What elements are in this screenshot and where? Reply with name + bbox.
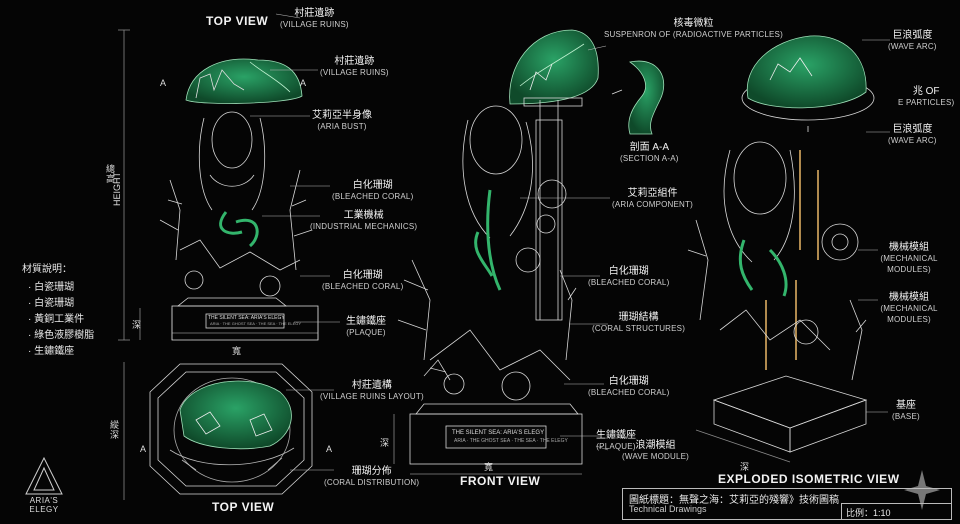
legend-item: 綠色液膠樹脂: [22, 328, 94, 344]
depth-label-3: 深: [740, 462, 750, 472]
section-mark-a3: A: [140, 444, 147, 454]
callout-section-a: 剖面 A-A(SECTION A-A): [620, 142, 679, 163]
depth-label: 深: [132, 320, 142, 330]
plaque-subtext-2: ARIA · THE GHOST SEA · THE SEA · THE ELE…: [454, 438, 568, 444]
section-mark-a2: A: [300, 78, 307, 88]
callout-bleached-coral-3: 白化珊瑚(BLEACHED CORAL): [588, 266, 670, 287]
top-view-title: TOP VIEW: [206, 14, 269, 28]
section-a-detail: [611, 60, 665, 135]
callout-mech-modules-1: 機械模組(MECHANICAL MODULES): [880, 242, 938, 274]
materials-legend: 材質說明： 白瓷珊瑚 白瓷珊瑚 黃銅工業件 綠色液膠樹脂 生鏽鐵座: [22, 262, 94, 360]
section-mark-a1: A: [160, 78, 167, 88]
section-mark-a4: A: [326, 444, 333, 454]
top-view-bottom-title: TOP VIEW: [212, 500, 275, 514]
callout-aria-bust: 艾莉亞半身像(ARIA BUST): [312, 110, 372, 131]
callout-aria-component: 艾莉亞組件(ARIA COMPONENT): [612, 188, 693, 209]
drawing-subtitle: Technical Drawings: [629, 504, 707, 514]
front-view-sculpture: [393, 29, 599, 475]
scale-text: 比例：1:10: [846, 508, 891, 518]
exploded-isometric-sculpture: [687, 35, 875, 463]
length-label: 縱深: [110, 420, 120, 440]
callout-wave-arc-2: 巨浪弧度(WAVE ARC): [888, 124, 937, 145]
legend-item: 白瓷珊瑚: [22, 296, 94, 312]
width-label-2: 寬: [484, 462, 494, 472]
depth-label-2: 深: [380, 438, 390, 448]
callout-coral-structures: 珊瑚結構(CORAL STRUCTURES): [592, 312, 686, 333]
callout-industrial-mechanics: 工業機械(INDUSTRIAL MECHANICS): [310, 210, 418, 231]
legend-item: 白瓷珊瑚: [22, 280, 94, 296]
logo-emblem: [25, 456, 63, 495]
legend-item: 黃銅工業件: [22, 312, 94, 328]
callout-wave-arc-1: 巨浪弧度(WAVE ARC): [888, 30, 937, 51]
plaque-text-2: THE SILENT SEA: ARIA'S ELEGY: [452, 430, 545, 436]
callout-plaque-2: 生鏽鐵座(PLAQUE): [596, 430, 636, 451]
callout-mech-modules-2: 機械模組(MECHANICAL MODULES): [880, 292, 938, 324]
callout-coral-distribution: 珊瑚分佈(CORAL DISTRIBUTION): [324, 466, 420, 487]
callout-village-ruins-2: 村莊遺跡(VILLAGE RUINS): [320, 56, 389, 77]
legend-title: 材質說明：: [22, 264, 72, 275]
scale-cell: 比例：1:10: [841, 503, 952, 520]
callout-bleached-coral-2: 白化珊瑚(BLEACHED CORAL): [322, 270, 404, 291]
height-en-label: HEIGHT: [112, 171, 123, 207]
drawing-title: 圖紙標題：無聲之海：艾莉亞的殘響》技術圖稿: [629, 495, 839, 506]
top-view-plan: [123, 362, 313, 500]
logo-wordmark: ARIA'S ELEGY: [29, 496, 59, 514]
compass-star-icon: [904, 470, 940, 510]
plaque-subtext-1: ARIA · THE GHOST SEA · THE SEA · THE ELE…: [210, 321, 302, 326]
callout-bleached-coral-4: 白化珊瑚(BLEACHED CORAL): [588, 376, 670, 397]
plaque-text-1: THE SILENT SEA: ARIA'S ELEGY: [208, 315, 285, 321]
exploded-view-title: EXPLODED ISOMETRIC VIEW: [718, 472, 900, 486]
callout-village-ruins-layout: 村莊遺構(VILLAGE RUINS LAYOUT): [320, 380, 424, 401]
callout-bleached-coral-1: 白化珊瑚(BLEACHED CORAL): [332, 180, 414, 201]
callout-wave-module: 浪潮模組(WAVE MODULE): [622, 440, 690, 461]
side-view-sculpture: [118, 29, 319, 341]
width-label: 寬: [232, 346, 242, 356]
leader-lines: [250, 13, 890, 471]
title-block: 圖紙標題：無聲之海：艾莉亞的殘響》技術圖稿 Technical Drawings…: [622, 488, 952, 520]
callout-plaque-1: 生鏽鐵座(PLAQUE): [346, 316, 386, 337]
callout-village-ruins-1: 村莊遺跡(VILLAGE RUINS): [280, 8, 349, 29]
height-zh-label: 總高: [106, 164, 116, 184]
callout-base: 基座(BASE): [892, 400, 920, 421]
legend-item: 生鏽鐵座: [22, 344, 94, 360]
front-view-title: FRONT VIEW: [460, 474, 541, 488]
